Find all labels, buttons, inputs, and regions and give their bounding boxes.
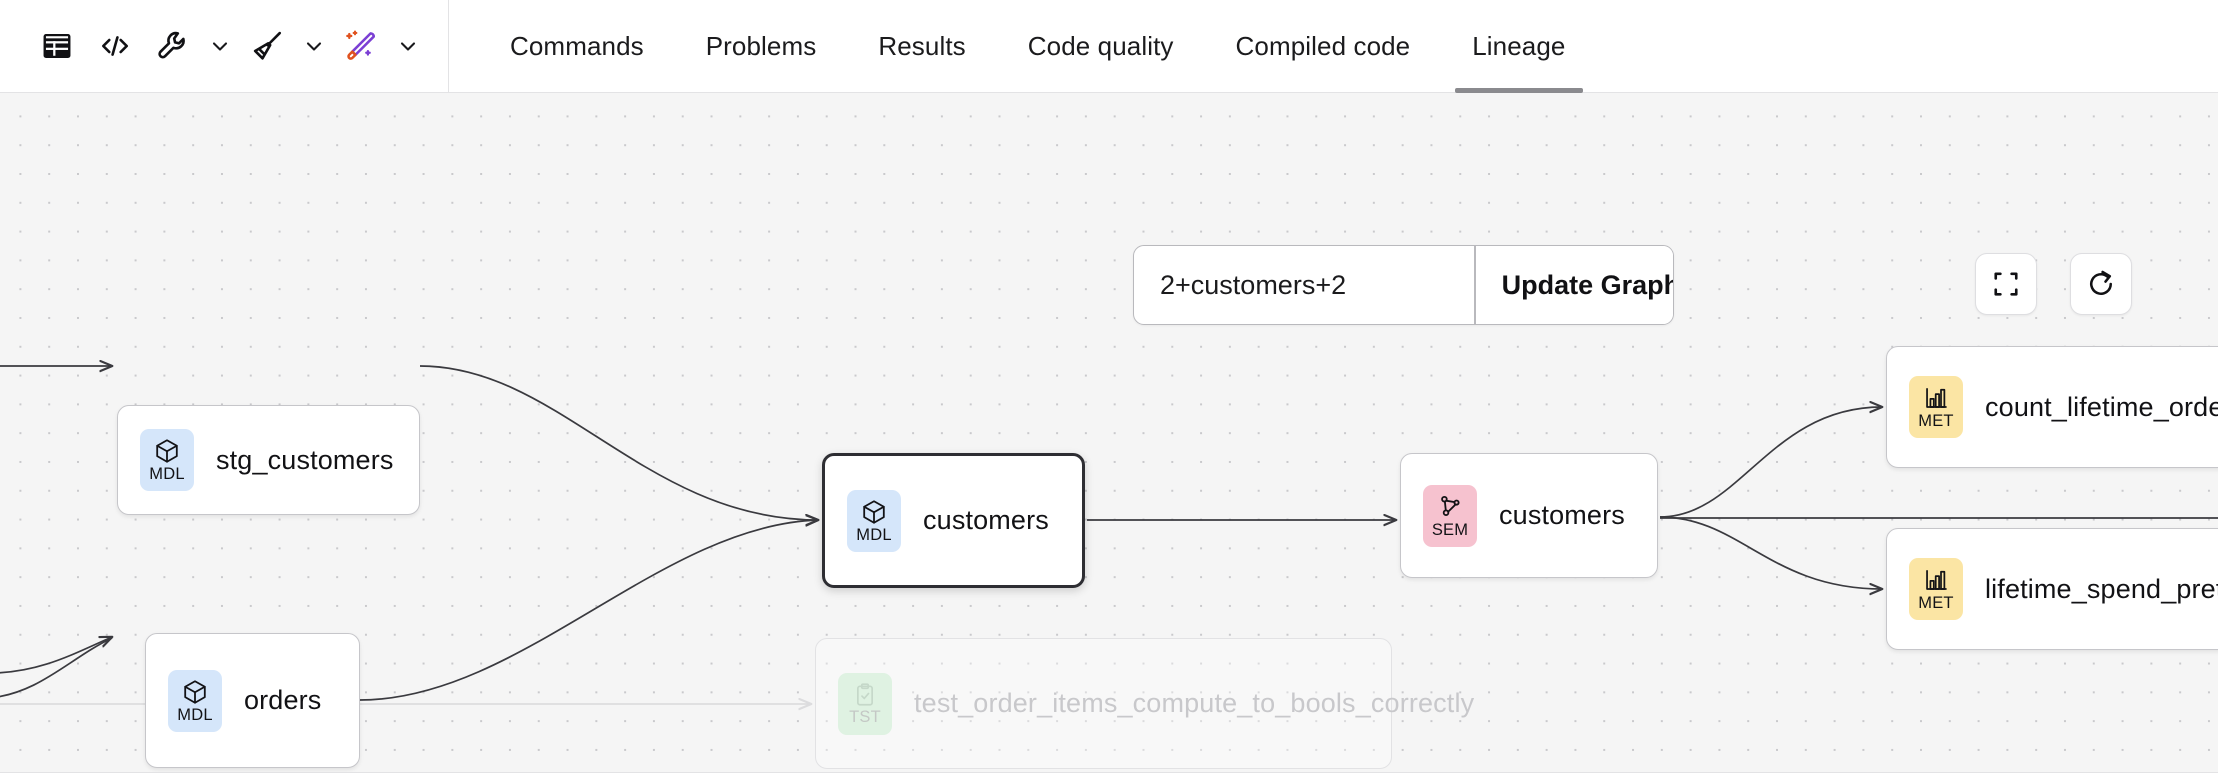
node-label: count_lifetime_orders [1985, 391, 2218, 422]
code-view-icon[interactable] [86, 17, 144, 75]
update-graph-button[interactable]: Update Graph [1475, 246, 1673, 324]
wrench-chevron-down-icon[interactable] [202, 18, 238, 74]
lineage-node-lifetime-spend-pretax[interactable]: MET lifetime_spend_pretax [1886, 528, 2218, 650]
graph-selector-control: Update Graph [1133, 245, 1674, 325]
fit-view-icon [1994, 272, 2018, 296]
node-label: test_order_items_compute_to_bools_correc… [914, 688, 1475, 719]
tab-code-quality[interactable]: Code quality [997, 0, 1205, 93]
wrench-icon[interactable] [144, 17, 202, 75]
node-type-badge-met: MET [1909, 558, 1963, 620]
tab-commands-label: Commands [510, 30, 644, 61]
node-type-badge-mdl: MDL [168, 669, 222, 732]
tab-results-label: Results [878, 30, 966, 61]
lineage-node-test-order-items[interactable]: TST test_order_items_compute_to_bools_co… [815, 638, 1475, 769]
tab-commands[interactable]: Commands [479, 0, 675, 93]
node-type-badge-mdl: MDL [140, 429, 194, 491]
tab-problems[interactable]: Problems [675, 0, 848, 93]
editor-tabs: Commands Problems Results Code quality C… [449, 0, 1597, 93]
broom-chevron-down-icon[interactable] [296, 18, 332, 74]
lineage-node-customers-semantic[interactable]: SEM customers [1400, 453, 1658, 578]
node-label: customers [923, 505, 1049, 536]
cube-icon [184, 680, 206, 704]
broom-icon[interactable] [238, 17, 296, 75]
magic-wand-chevron-down-icon[interactable] [390, 18, 426, 74]
node-type-badge-tst: TST [838, 672, 892, 735]
node-type-badge-met: MET [1909, 376, 1963, 438]
clipboard-check-icon [857, 683, 873, 706]
lineage-node-count-lifetime-orders[interactable]: MET count_lifetime_orders [1886, 346, 2218, 468]
badge-label: MDL [856, 525, 892, 544]
tab-compiled-code[interactable]: Compiled code [1205, 0, 1442, 93]
badge-label: MDL [149, 465, 185, 484]
cube-icon [156, 439, 178, 463]
refresh-button[interactable] [2070, 253, 2132, 315]
graph-control-divider [1474, 246, 1476, 324]
node-label: customers [1499, 500, 1625, 531]
editor-header: Commands Problems Results Code quality C… [0, 0, 2218, 93]
tab-lineage[interactable]: Lineage [1441, 0, 1596, 93]
tab-problems-label: Problems [705, 30, 817, 61]
tab-results[interactable]: Results [847, 0, 996, 93]
node-label: orders [244, 685, 322, 716]
lineage-node-customers-model[interactable]: MDL customers [822, 453, 1085, 588]
badge-label: MDL [177, 705, 213, 724]
bar-chart-icon [1925, 387, 1947, 408]
node-label: stg_customers [216, 444, 394, 475]
node-label: lifetime_spend_pretax [1985, 573, 2218, 604]
badge-label: MET [1918, 593, 1954, 612]
tab-compiled-code-label: Compiled code [1235, 30, 1411, 61]
tab-lineage-label: Lineage [1472, 30, 1566, 61]
editor-toolbar [0, 0, 448, 93]
cube-icon [863, 500, 885, 524]
fit-view-button[interactable] [1975, 253, 2037, 315]
lineage-node-stg-customers[interactable]: MDL stg_customers [117, 405, 420, 515]
badge-label: MET [1918, 411, 1954, 430]
toolbar-divider [448, 0, 449, 93]
network-icon [1441, 495, 1460, 516]
refresh-icon [2090, 270, 2112, 295]
magic-wand-icon[interactable] [332, 17, 390, 75]
lineage-canvas[interactable]: Update Graph [0, 93, 2218, 772]
table-view-icon[interactable] [28, 17, 86, 75]
bar-chart-icon [1925, 569, 1947, 590]
node-type-badge-sem: SEM [1423, 484, 1477, 547]
graph-selector-input[interactable] [1134, 246, 1474, 324]
lineage-node-orders[interactable]: MDL orders [145, 633, 360, 768]
badge-label: SEM [1431, 520, 1469, 539]
canvas-bottom-strip [0, 772, 2218, 780]
tab-code-quality-label: Code quality [1027, 30, 1174, 61]
badge-label: TST [849, 707, 881, 726]
node-type-badge-mdl: MDL [847, 489, 901, 552]
